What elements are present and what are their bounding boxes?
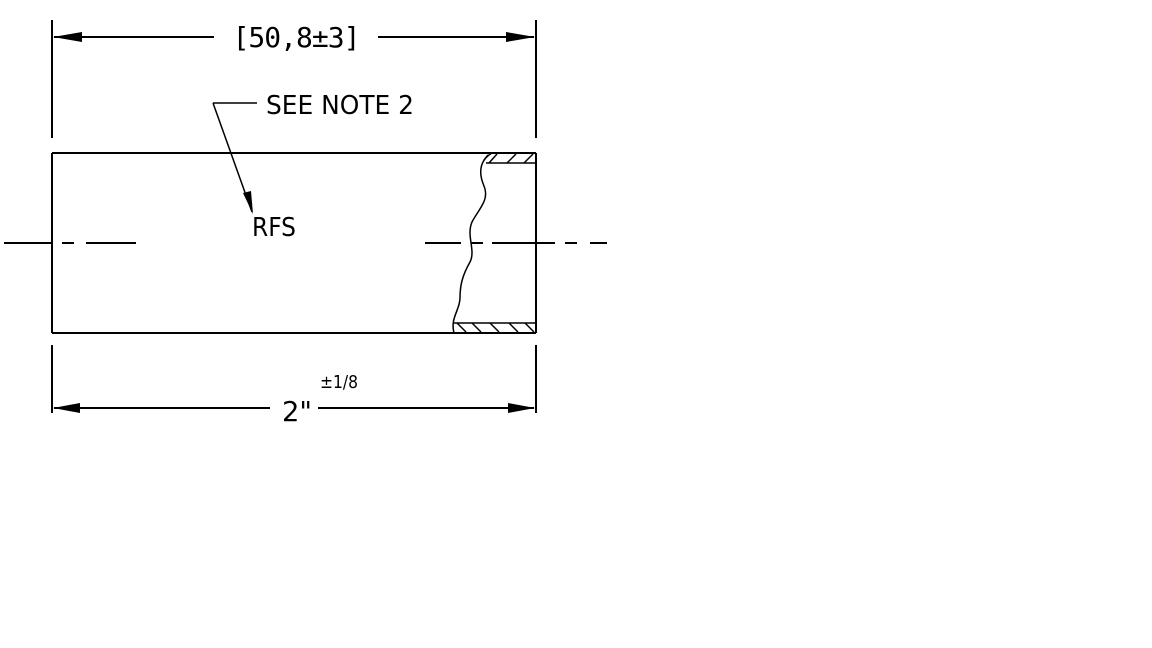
section-wall-lines xyxy=(454,162,536,324)
hatch-top-wall xyxy=(483,153,534,164)
bottom-dimension-value: 2" xyxy=(282,395,312,428)
bottom-dimension-tolerance: ±1/8 xyxy=(320,372,358,393)
bottom-dimension-line xyxy=(53,403,535,413)
hatch-bottom-wall xyxy=(456,322,535,333)
note-leader xyxy=(212,102,257,214)
part-body xyxy=(51,152,537,334)
bottom-dimension-arrow-left xyxy=(53,403,80,413)
bottom-dimension-arrow-right xyxy=(508,403,535,413)
top-dimension-arrow-right xyxy=(506,32,535,42)
note-label: SEE NOTE 2 xyxy=(266,91,414,121)
top-dimension-label: [50,8±3] xyxy=(233,21,360,54)
top-dimension-arrow-left xyxy=(53,32,82,42)
rfs-label: RFS xyxy=(252,213,296,243)
top-dimension-line xyxy=(53,32,535,42)
note-leader-arrowhead xyxy=(243,191,253,214)
